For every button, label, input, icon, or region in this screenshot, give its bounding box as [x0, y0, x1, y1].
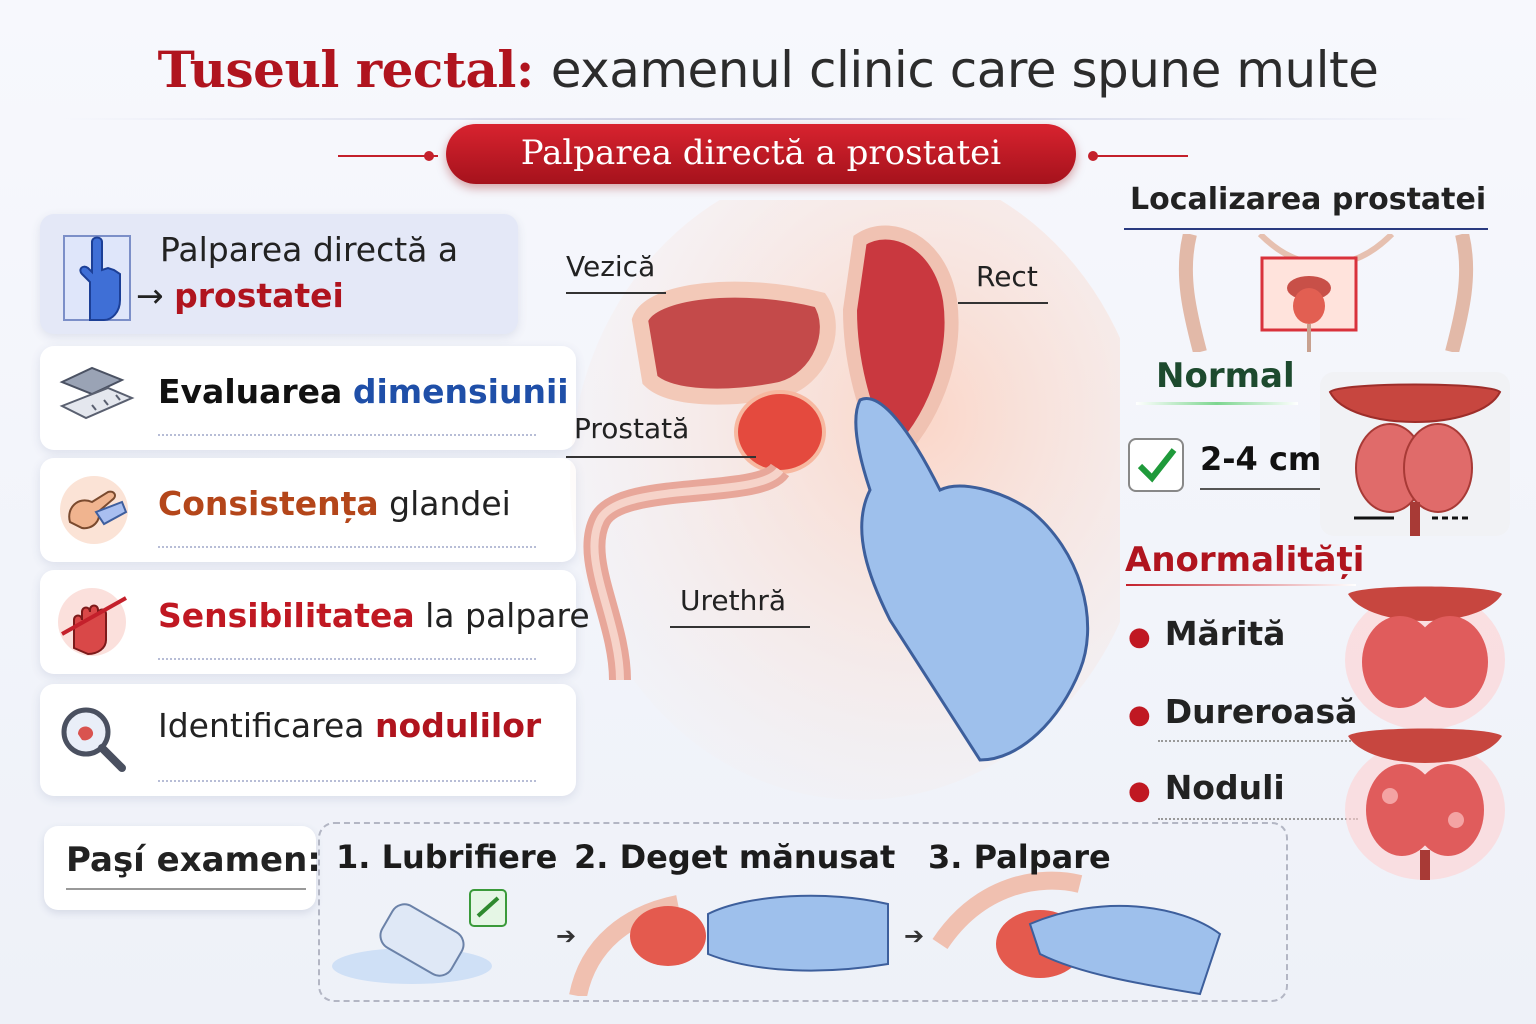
step-lubrication-panel	[322, 824, 552, 996]
pelvis-location-illustration	[1178, 234, 1474, 352]
anatomy-illustration	[570, 200, 1120, 800]
pain-hand-icon	[58, 588, 127, 656]
abnormal-underline	[1126, 584, 1356, 586]
page-title: Tuseul rectal: examenul clinic care spun…	[0, 40, 1536, 99]
magnifier-icon	[61, 707, 126, 772]
feature-1-text: Palparea directă a	[160, 230, 459, 269]
step-arrow-icon: ➔	[556, 922, 577, 950]
bullet-icon: ●	[1128, 622, 1151, 652]
step-arrow-icon: ➔	[904, 922, 925, 950]
feature-4-accent: Sensibilitatea	[158, 596, 415, 635]
gloved-hand-shape	[854, 397, 1090, 762]
abnormal-item-enlarged: ●Mărită	[1128, 614, 1286, 653]
steps-frame	[318, 822, 1288, 1002]
check-icon	[1128, 438, 1184, 492]
feature-3-divider	[158, 546, 536, 548]
label-prostate: Prostată	[574, 412, 690, 445]
subtitle-banner: Palparea directă a prostatei	[446, 124, 1076, 184]
feature-card-nodules: Identificarea nodulilor	[40, 684, 576, 796]
feature-card-size: Evaluarea dimensiunii	[40, 346, 576, 450]
banner-dot-left	[424, 151, 434, 161]
feature-3-text: glandei	[389, 484, 511, 523]
abnormal-title: Anormalități	[1125, 540, 1365, 580]
steps-underline	[66, 888, 306, 890]
size-underline	[1200, 488, 1330, 490]
label-urethra: Urethră	[680, 584, 787, 617]
abnormal-item-nodules: ●Noduli	[1128, 768, 1285, 807]
step-1-title: 1. Lubrifiere	[336, 838, 558, 876]
title-sub: examenul clinic care spune multe	[550, 41, 1379, 99]
bladder-shape	[631, 281, 836, 405]
feature-card-palpation: Palparea directă a → prostatei	[40, 214, 518, 334]
banner-dot-right	[1088, 151, 1098, 161]
steps-label: Paşí examen:	[66, 840, 321, 880]
title-divider	[60, 118, 1476, 120]
finger-icon	[63, 235, 131, 321]
ruler-icon	[59, 366, 135, 420]
feature-4-divider	[158, 658, 536, 660]
banner-line-right	[1092, 155, 1188, 157]
feature-1-arrow: →	[136, 276, 175, 315]
step-palpation-panel	[900, 824, 1282, 996]
palpation-illustration	[932, 871, 1222, 996]
feature-5-divider	[158, 780, 536, 782]
abnormal-divider	[1158, 818, 1358, 820]
bullet-icon: ●	[1128, 700, 1151, 730]
abnormal-prostate-illustration	[1345, 586, 1505, 880]
step-glove-panel	[558, 824, 894, 996]
abnormal-divider	[1158, 740, 1358, 742]
feature-5-text: Identificarea	[158, 706, 365, 745]
label-rectum-line	[958, 302, 1048, 304]
location-title: Localizarea prostatei	[1130, 182, 1487, 217]
normal-title: Normal	[1156, 356, 1295, 396]
steps-label-box	[44, 826, 316, 910]
label-bladder: Vezică	[566, 250, 656, 283]
location-divider	[1124, 228, 1488, 230]
normal-size: 2-4 cm	[1200, 440, 1322, 478]
step-3-title: 3. Palpare	[928, 838, 1111, 876]
feature-1-accent: prostatei	[174, 276, 344, 315]
feature-2-accent: dimensiunii	[352, 372, 569, 411]
lubricant-icon	[332, 889, 507, 984]
label-prostate-line	[566, 456, 756, 458]
abnormal-item-painful: ●Dureroasă	[1128, 692, 1358, 731]
normal-underline	[1136, 402, 1298, 405]
hands-gland-icon	[60, 476, 128, 544]
prostate-shape	[734, 390, 826, 474]
label-urethra-line	[670, 626, 810, 628]
feature-2-text: Evaluarea	[158, 372, 343, 411]
title-main: Tuseul rectal:	[157, 40, 535, 99]
feature-4-text: la palpare	[425, 596, 590, 635]
feature-3-accent: Consistența	[158, 484, 379, 523]
label-rectum: Rect	[976, 260, 1038, 293]
feature-card-consistency: Consistența glandei	[40, 458, 576, 562]
banner-line-left	[338, 155, 438, 157]
feature-5-accent: nodulilor	[375, 706, 542, 745]
gloved-finger-illustration	[569, 894, 889, 996]
feature-card-sensitivity: Sensibilitatea la palpare	[40, 570, 590, 674]
normal-prostate-illustration	[1320, 372, 1510, 536]
bullet-icon: ●	[1128, 776, 1151, 806]
step-2-title: 2. Deget mănusat	[574, 838, 896, 876]
label-bladder-line	[566, 292, 666, 294]
feature-2-divider	[158, 434, 536, 436]
